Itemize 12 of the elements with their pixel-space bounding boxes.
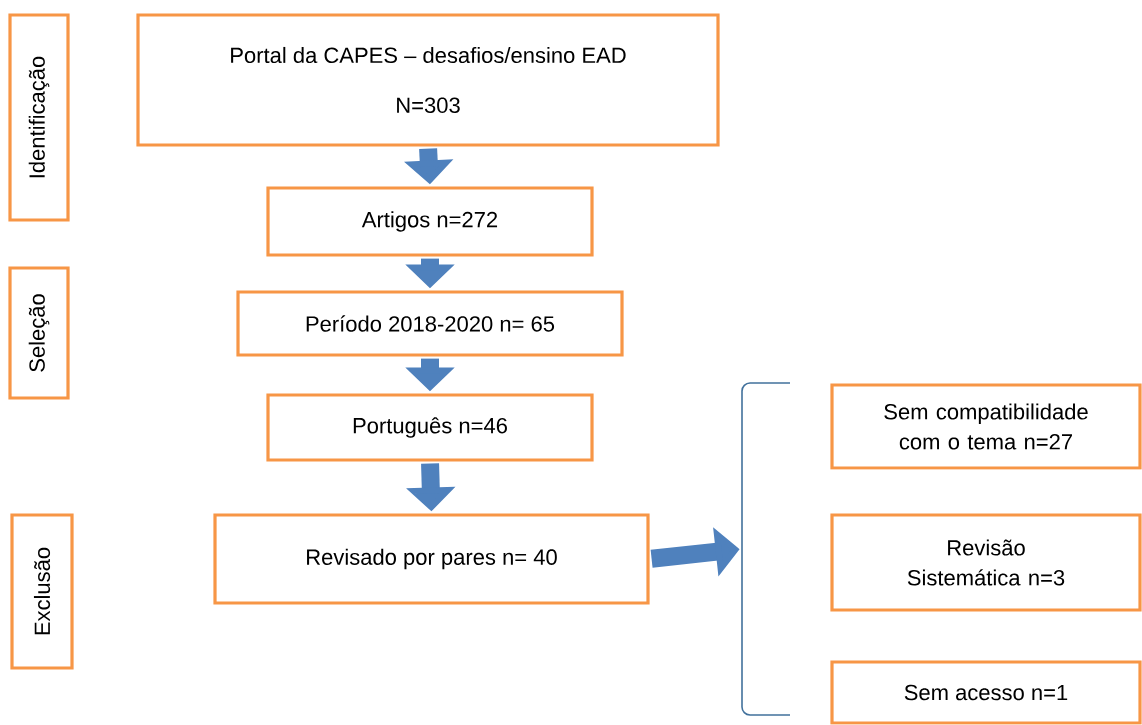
process-box: Período 2018-2020 n= 65 (236, 290, 624, 357)
stage-label: Identificação (8, 13, 70, 222)
exclusion-box: Revisão Sistemática n=3 (830, 513, 1142, 612)
bracket (741, 382, 791, 716)
process-box: Artigos n=272 (266, 186, 594, 257)
stage-label: Seleção (8, 266, 70, 400)
exclusion-box: Sem compatibilidade com o tema n=27 (830, 383, 1142, 470)
process-box: Português n=46 (266, 393, 594, 462)
process-box: Sem acesso n=1 (830, 660, 1142, 725)
stage-label: Exclusão (10, 513, 74, 670)
process-box: Portal da CAPES – desafios/ensino EAD N=303 (136, 13, 720, 147)
process-box: Revisado por pares n= 40 (213, 513, 650, 605)
